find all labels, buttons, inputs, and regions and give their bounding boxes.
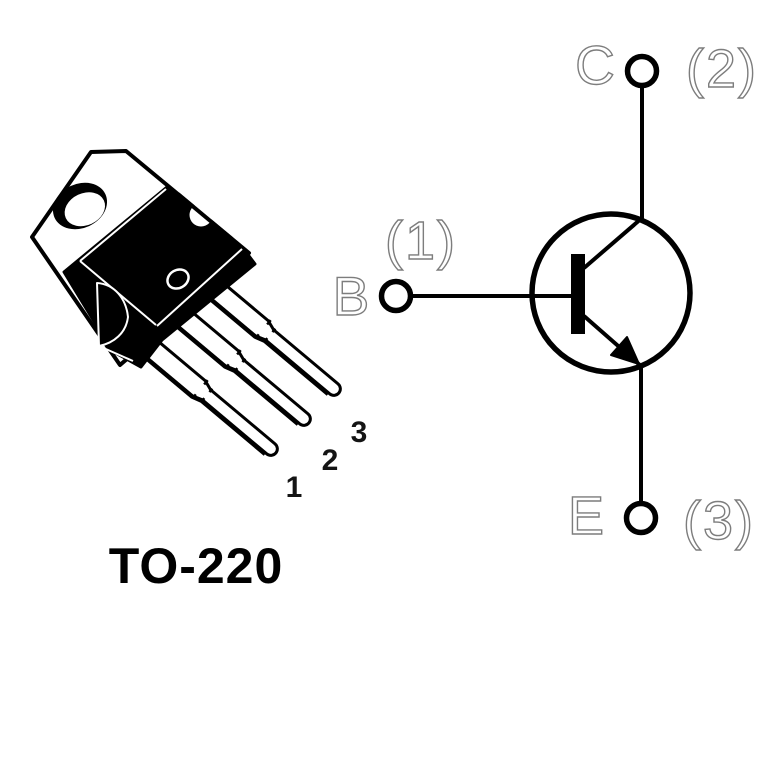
body-edge-line-bottom <box>156 248 243 327</box>
molding-step-detail <box>96 282 134 362</box>
lead-2 <box>171 305 312 427</box>
collector-pin-label: (2) <box>686 39 758 99</box>
pin-3-label: 3 <box>351 416 368 449</box>
tab-edge-over-notch <box>176 192 234 241</box>
base-label: B <box>333 265 372 327</box>
lead-1 <box>138 335 279 457</box>
pin-1-label: 1 <box>286 471 303 504</box>
mold-mark-icon <box>166 268 190 290</box>
package-name-label: TO-220 <box>109 538 284 594</box>
body-edge-line-left <box>79 188 167 262</box>
to220-package-drawing: 1 2 3 TO-220 <box>30 149 368 594</box>
transistor-circle <box>529 211 693 375</box>
pin-2-label: 2 <box>322 444 339 477</box>
collector-terminal-icon <box>624 53 660 89</box>
base-terminal-icon <box>378 278 414 314</box>
base-bar <box>571 254 585 334</box>
emitter-terminal-icon <box>623 500 659 536</box>
base-pin-label: (1) <box>385 211 457 271</box>
emitter-line <box>582 314 643 503</box>
transistor-symbol: C (2) B (1) E (3) <box>332 33 758 551</box>
collector-label: C <box>575 34 617 96</box>
emitter-pin-label: (3) <box>683 491 755 551</box>
emitter-label: E <box>568 486 606 546</box>
emitter-arrow-icon <box>610 336 640 365</box>
lead-3 <box>201 275 342 397</box>
mounting-hole-icon <box>52 182 108 230</box>
collector-line <box>582 87 644 270</box>
